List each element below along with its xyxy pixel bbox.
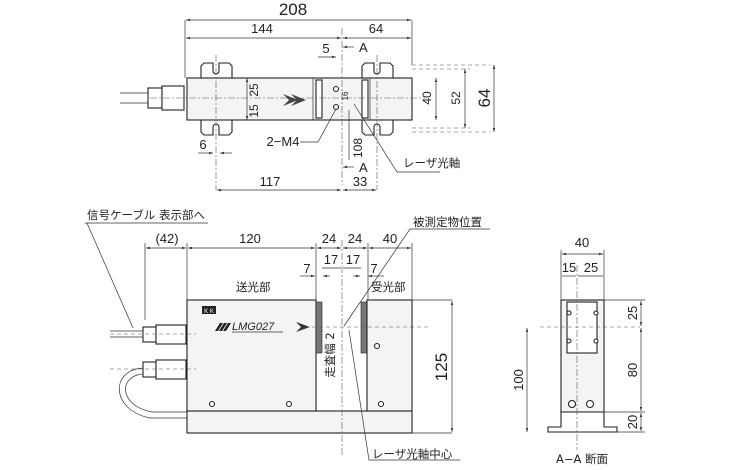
dim-20: 20: [625, 415, 640, 429]
dim-24-left: 24: [322, 231, 336, 246]
dim-125: 125: [432, 353, 451, 381]
section-view: 40 15 25 100 25 80 20 A−A 断面: [511, 235, 645, 466]
label-receiver: 受光部: [371, 280, 406, 294]
label-scan-width: 走査幅 2: [323, 332, 337, 377]
dim-64: 64: [369, 21, 383, 36]
dim-40: 40: [383, 231, 397, 246]
dim-40: 40: [575, 235, 589, 250]
dim-100: 100: [511, 369, 526, 391]
connector: [155, 359, 187, 380]
dim-208: 208: [279, 0, 307, 19]
flange: [200, 119, 233, 136]
dim-117: 117: [260, 174, 281, 189]
emitter-unit: [186, 299, 317, 412]
screw-icons: [566, 310, 599, 409]
dim-15: 15: [562, 260, 576, 275]
dim-64-height: 64: [475, 89, 494, 108]
dim-42: (42): [155, 231, 178, 246]
dim-52: 52: [449, 91, 463, 105]
brand-logo-text: K K: [204, 309, 214, 315]
base-plate: [186, 410, 413, 434]
model-logo-icon: [215, 323, 231, 331]
dim-25: 25: [247, 83, 261, 97]
flange: [361, 62, 394, 79]
dim-24-right: 24: [348, 231, 362, 246]
flange: [361, 119, 394, 136]
label-laser-center: レーザ光軸中心: [372, 447, 453, 461]
screw-icons: [208, 342, 385, 408]
section-title: A−A 断面: [556, 452, 608, 466]
dim-80: 80: [625, 363, 640, 377]
laser-direction-arrow-icon: [283, 94, 306, 106]
flange: [200, 62, 233, 79]
dim-15: 15: [247, 104, 261, 118]
brand-logo: [202, 306, 216, 314]
connector: [155, 324, 187, 345]
model-name: LMG027: [232, 321, 275, 333]
laser-direction-arrow-icon: [296, 322, 310, 332]
cable: [120, 92, 150, 104]
dim-25: 25: [584, 260, 598, 275]
m4-hole: [332, 85, 340, 93]
top-view: 208 144 64 5 A 25 15 16 40 52 64 6 2−M4 …: [120, 0, 496, 192]
dim-25-height: 25: [625, 306, 640, 320]
dim-144: 144: [251, 21, 273, 36]
label-object-position: 被測定物位置: [413, 215, 482, 229]
dim-7-right: 7: [370, 261, 377, 276]
section-mark-a-top: A: [359, 40, 368, 55]
dim-33: 33: [353, 174, 367, 189]
dim-16: 16: [341, 91, 350, 100]
dim-6: 6: [199, 137, 206, 152]
dim-17-left: 17: [324, 252, 338, 267]
label-signal-cable: 信号ケーブル 表示部へ: [87, 208, 205, 222]
front-view: 信号ケーブル 表示部へ K K LMG027 (42) 120 24 24 40…: [85, 208, 490, 461]
dim-5: 5: [322, 41, 329, 56]
dim-40: 40: [420, 91, 434, 105]
dim-108: 108: [351, 138, 365, 158]
dim-17-right: 17: [346, 252, 360, 267]
receiver-unit: [366, 299, 413, 412]
cable-loop: [119, 367, 190, 419]
section-base: [547, 411, 618, 433]
section-mark-a-bottom: A: [359, 160, 368, 175]
label-emitter: 送光部: [236, 280, 271, 294]
dim-7-left: 7: [303, 261, 310, 276]
label-2-m4: 2−M4: [267, 134, 300, 149]
m4-hole: [332, 103, 340, 111]
dim-120: 120: [239, 231, 261, 246]
sensor-body-top: [186, 77, 413, 121]
label-laser-axis: レーザ光軸: [403, 156, 460, 170]
